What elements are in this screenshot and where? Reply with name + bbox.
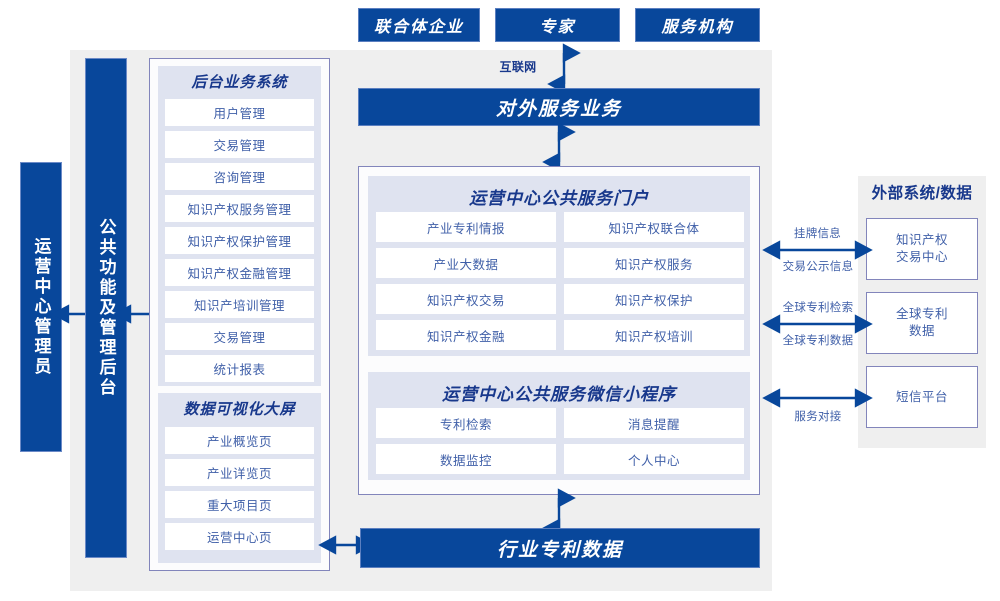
connector-label-listing-info: 挂牌信息 (793, 228, 842, 240)
external-box-ip-exchange[interactable]: 知识产权 交易中心 (866, 218, 978, 280)
list-item[interactable]: 产业大数据 (376, 248, 556, 278)
list-item[interactable]: 产业详览页 (165, 459, 314, 486)
list-item[interactable]: 知识产权金融管理 (165, 259, 314, 286)
external-box-sms-platform[interactable]: 短信平台 (866, 366, 978, 428)
top-box-expert: 专家 (495, 8, 620, 42)
list-item[interactable]: 知识产权交易 (376, 284, 556, 314)
internet-label: 互联网 (499, 60, 537, 74)
bar-operation-center-admin: 运营中心管理员 (20, 162, 62, 452)
list-item[interactable]: 知识产培训管理 (165, 291, 314, 318)
list-item[interactable]: 数据监控 (376, 444, 556, 474)
external-connector-arrow-3 (762, 388, 873, 408)
list-item[interactable]: 知识产权保护 (564, 284, 744, 314)
internet-arrow (547, 43, 581, 94)
portal-to-industry-data-arrow (542, 488, 576, 538)
industry-patent-data-bar: 行业专利数据 (360, 528, 760, 568)
list-item[interactable]: 消息提醒 (564, 408, 744, 438)
external-connector-arrow-1 (762, 240, 873, 260)
list-item[interactable]: 重大项目页 (165, 491, 314, 518)
list-item[interactable]: 咨询管理 (165, 163, 314, 190)
top-box-consortium: 联合体企业 (358, 8, 480, 42)
backend-to-industry-data-arrow (318, 535, 374, 555)
portal-title: 运营中心公共服务门户 (469, 189, 649, 208)
list-item[interactable]: 交易管理 (165, 323, 314, 350)
list-item[interactable]: 产业概览页 (165, 427, 314, 454)
list-item[interactable]: 知识产权服务管理 (165, 195, 314, 222)
connector-label-global-patent-search: 全球专利检索 (782, 302, 854, 314)
bar-common-function-backend: 公共功能及管理后台 (85, 58, 127, 558)
backend-business-title: 后台业务系统 (191, 74, 288, 91)
list-item[interactable]: 知识产权保护管理 (165, 227, 314, 254)
list-item[interactable]: 用户管理 (165, 99, 314, 126)
connector-label-global-patent-data: 全球专利数据 (782, 335, 854, 347)
bigscreen-title: 数据可视化大屏 (183, 401, 296, 418)
external-systems-title: 外部系统/数据 (871, 185, 973, 202)
list-item[interactable]: 个人中心 (564, 444, 744, 474)
list-item[interactable]: 统计报表 (165, 355, 314, 382)
external-box-label: 短信平台 (895, 389, 948, 404)
list-item[interactable]: 交易管理 (165, 131, 314, 158)
service-to-portal-arrow (542, 122, 576, 172)
connector-label-transaction-public-info: 交易公示信息 (782, 261, 854, 273)
external-box-label: 知识产权 交易中心 (895, 233, 948, 264)
external-connector-arrow-2 (762, 314, 873, 334)
external-box-global-patent-data[interactable]: 全球专利 数据 (866, 292, 978, 354)
list-item[interactable]: 知识产权服务 (564, 248, 744, 278)
list-item[interactable]: 知识产权培训 (564, 320, 744, 350)
list-item[interactable]: 运营中心页 (165, 523, 314, 550)
list-item[interactable]: 专利检索 (376, 408, 556, 438)
list-item[interactable]: 知识产权金融 (376, 320, 556, 350)
external-box-label: 全球专利 数据 (895, 307, 948, 338)
connector-label-service-docking: 服务对接 (794, 411, 842, 423)
list-item[interactable]: 知识产权联合体 (564, 212, 744, 242)
external-service-bar: 对外服务业务 (358, 88, 760, 126)
top-box-service-org: 服务机构 (635, 8, 760, 42)
list-item[interactable]: 产业专利情报 (376, 212, 556, 242)
miniprogram-title: 运营中心公共服务微信小程序 (442, 385, 676, 404)
